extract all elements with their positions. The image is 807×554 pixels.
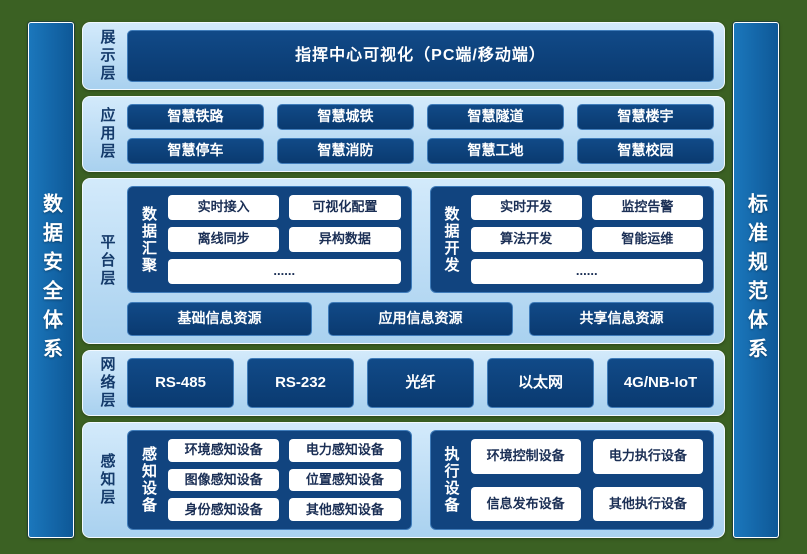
application-layer-band: 应用层 智慧铁路 智慧城铁 智慧隧道 智慧楼宇 智慧停车 智慧消防 智慧工地 智… — [82, 96, 725, 172]
development-item: 实时开发 — [470, 195, 582, 220]
execution-devices-title: 执行设备 — [442, 446, 460, 514]
aggregation-item: 异构数据 — [289, 227, 401, 252]
data-aggregation-panel: 数据汇聚 实时接入 可视化配置 离线同步 异构数据 ...... — [127, 186, 412, 293]
perception-layer-label: 感知层 — [98, 453, 116, 507]
aggregation-more: ...... — [168, 259, 401, 284]
network-item: RS-485 — [127, 358, 234, 408]
execution-item: 其他执行设备 — [592, 486, 703, 521]
app-item: 智慧消防 — [277, 138, 414, 164]
sensing-item: 图像感知设备 — [168, 468, 280, 492]
network-layer-band: 网络层 RS-485 RS-232 光纤 以太网 4G/NB-IoT — [82, 350, 725, 416]
perception-layer-body: 感知设备 环境感知设备 电力感知设备 图像感知设备 位置感知设备 身份感知设备 … — [127, 430, 714, 530]
data-development-grid: 实时开发 监控告警 算法开发 智能运维 ...... — [470, 195, 703, 284]
display-layer-body: 指挥中心可视化（PC端/移动端） — [127, 30, 714, 82]
execution-item: 电力执行设备 — [592, 439, 703, 474]
app-item: 智慧楼宇 — [577, 104, 714, 130]
network-layer-label: 网络层 — [98, 356, 116, 410]
application-layer-body: 智慧铁路 智慧城铁 智慧隧道 智慧楼宇 智慧停车 智慧消防 智慧工地 智慧校园 — [127, 104, 714, 164]
aggregation-item: 可视化配置 — [289, 195, 401, 220]
network-item: RS-232 — [247, 358, 354, 408]
app-item: 智慧工地 — [427, 138, 564, 164]
display-layer-band: 展示层 指挥中心可视化（PC端/移动端） — [82, 22, 725, 90]
data-development-panel: 数据开发 实时开发 监控告警 算法开发 智能运维 ...... — [429, 186, 714, 293]
sensing-devices-title: 感知设备 — [140, 446, 157, 514]
sensing-devices-grid: 环境感知设备 电力感知设备 图像感知设备 位置感知设备 身份感知设备 其他感知设… — [168, 439, 401, 521]
sensing-devices-panel: 感知设备 环境感知设备 电力感知设备 图像感知设备 位置感知设备 身份感知设备 … — [127, 430, 412, 530]
layer-stack: 展示层 指挥中心可视化（PC端/移动端） 应用层 智慧铁路 智慧城铁 智慧隧道 … — [82, 22, 725, 538]
app-item: 智慧停车 — [127, 138, 264, 164]
network-item: 以太网 — [487, 358, 594, 408]
display-layer-label: 展示层 — [98, 29, 116, 83]
sensing-item: 其他感知设备 — [289, 498, 401, 521]
sensing-item: 环境感知设备 — [168, 439, 280, 462]
execution-item: 信息发布设备 — [470, 486, 581, 521]
aggregation-item: 实时接入 — [168, 195, 280, 220]
app-item: 智慧城铁 — [277, 104, 414, 130]
resource-item: 应用信息资源 — [328, 302, 513, 336]
application-layer-label: 应用层 — [98, 107, 116, 161]
data-aggregation-title: 数据汇聚 — [140, 205, 157, 274]
platform-layer-body: 数据汇聚 实时接入 可视化配置 离线同步 异构数据 ...... 数据开发 — [127, 186, 714, 336]
left-pillar-data-security: 数据安全体系 — [28, 22, 74, 538]
app-item: 智慧校园 — [577, 138, 714, 164]
resource-item: 基础信息资源 — [127, 302, 312, 336]
execution-devices-grid: 环境控制设备 电力执行设备 信息发布设备 其他执行设备 — [470, 439, 703, 521]
app-item: 智慧隧道 — [427, 104, 564, 130]
sensing-item: 身份感知设备 — [168, 498, 280, 521]
network-layer-body: RS-485 RS-232 光纤 以太网 4G/NB-IoT — [127, 358, 714, 408]
development-more: ...... — [470, 259, 703, 284]
execution-devices-panel: 执行设备 环境控制设备 电力执行设备 信息发布设备 其他执行设备 — [429, 430, 714, 530]
data-aggregation-grid: 实时接入 可视化配置 离线同步 异构数据 ...... — [168, 195, 401, 284]
data-development-title: 数据开发 — [442, 205, 460, 274]
sensing-item: 位置感知设备 — [289, 468, 401, 492]
command-center-box: 指挥中心可视化（PC端/移动端） — [127, 30, 714, 82]
sensing-item: 电力感知设备 — [289, 439, 401, 462]
left-pillar-label: 数据安全体系 — [39, 193, 62, 367]
platform-layer-label: 平台层 — [98, 234, 116, 288]
development-item: 智能运维 — [591, 227, 703, 252]
aggregation-item: 离线同步 — [168, 227, 280, 252]
perception-layer-band: 感知层 感知设备 环境感知设备 电力感知设备 图像感知设备 位置感知设备 身份感… — [82, 422, 725, 538]
network-item: 光纤 — [367, 358, 474, 408]
execution-item: 环境控制设备 — [470, 439, 581, 474]
platform-panel-row: 数据汇聚 实时接入 可视化配置 离线同步 异构数据 ...... 数据开发 — [127, 186, 714, 293]
development-item: 算法开发 — [470, 227, 582, 252]
right-pillar-label: 标准规范体系 — [744, 193, 767, 367]
app-item: 智慧铁路 — [127, 104, 264, 130]
resource-row: 基础信息资源 应用信息资源 共享信息资源 — [127, 302, 714, 336]
right-pillar-standards: 标准规范体系 — [733, 22, 779, 538]
development-item: 监控告警 — [591, 195, 703, 220]
platform-layer-band: 平台层 数据汇聚 实时接入 可视化配置 离线同步 异构数据 ...... — [82, 178, 725, 344]
resource-item: 共享信息资源 — [529, 302, 714, 336]
network-item: 4G/NB-IoT — [607, 358, 714, 408]
